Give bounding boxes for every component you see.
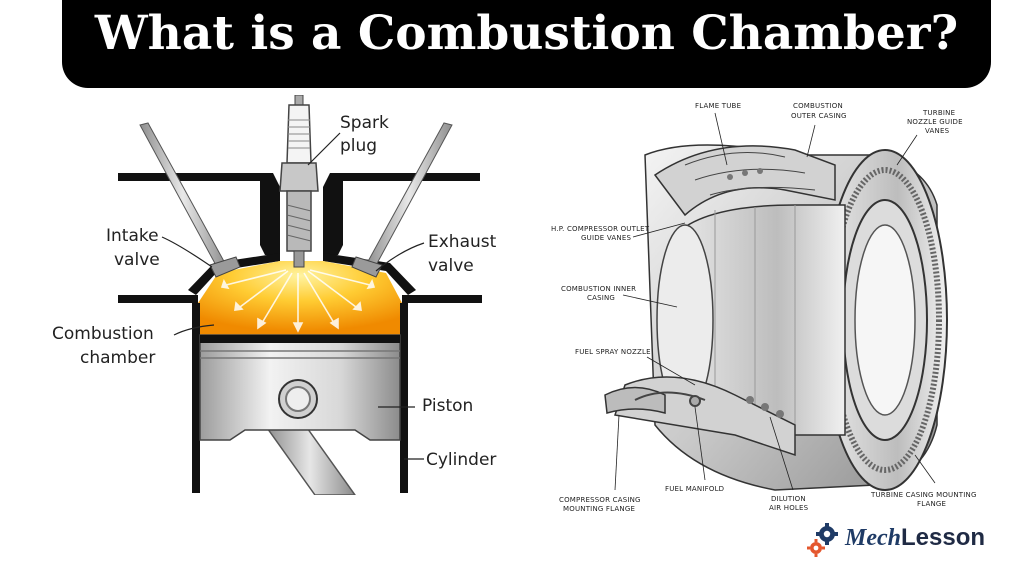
leader-hp-outlet [632, 222, 686, 238]
label-turbine-vanes-1: TURBINE [922, 109, 955, 117]
label-piston: Piston [422, 396, 474, 416]
leader-turb-flange [914, 454, 936, 484]
label-flame-tube: FLAME TUBE [695, 102, 741, 110]
spark-plug-pocket-right [323, 173, 343, 255]
label-comp-flange-2: MOUNTING FLANGE [563, 505, 635, 513]
leader-inner-casing [622, 294, 678, 308]
logo-text-lesson: Lesson [901, 524, 986, 551]
spark-plug [279, 94, 319, 268]
head-slope-right [323, 253, 416, 295]
leader-chamber [173, 324, 215, 336]
leader-exhaust [375, 242, 425, 272]
label-intake-2: valve [114, 250, 160, 270]
leader-dilution [769, 416, 794, 491]
leader-fuel-nozzle [646, 356, 696, 386]
wrist-pin-inner [285, 386, 311, 412]
connecting-rod [263, 424, 357, 496]
label-chamber-2: chamber [80, 348, 156, 368]
turbine-combustor-diagram: FLAME TUBE COMBUSTION OUTER CASING TURBI… [545, 95, 1005, 524]
label-intake-1: Intake [106, 226, 159, 246]
deck-right [402, 295, 482, 303]
label-comp-flange-1: COMPRESSOR CASING [559, 496, 641, 504]
label-turbine-vanes-2: NOZZLE GUIDE [907, 118, 963, 126]
intake-valve-head [209, 256, 241, 278]
label-turb-flange-1: TURBINE CASING MOUNTING [870, 491, 977, 499]
label-spark-1: Spark [340, 113, 389, 133]
cylinder-wall-left [192, 303, 200, 493]
flame-arrows [220, 269, 376, 333]
deck-left [118, 295, 198, 303]
label-fuel-nozzle: FUEL SPRAY NOZZLE [575, 348, 651, 356]
page-title: What is a Combustion Chamber? [94, 6, 959, 61]
leader-fuel-manifold [694, 406, 706, 481]
gear-icon [807, 523, 838, 557]
head-slope-left [188, 253, 280, 295]
leader-comp-flange [614, 414, 620, 491]
label-spark-2: plug [340, 136, 378, 156]
piston-ring-1 [200, 335, 400, 343]
logo-text-mech: Mech [845, 525, 901, 551]
title-banner: What is a Combustion Chamber? [62, 0, 991, 88]
turbine-combustor-svg: FLAME TUBE COMBUSTION OUTER CASING TURBI… [551, 102, 977, 513]
label-fuel-manifold: FUEL MANIFOLD [665, 485, 724, 493]
compressor-flange [604, 386, 666, 414]
spark-plug-pocket [260, 173, 280, 255]
label-turbine-vanes-3: VANES [925, 127, 950, 135]
leader-outer-casing [806, 124, 816, 158]
label-hp-outlet-2: GUIDE VANES [581, 234, 631, 242]
leader-turbine-vanes [896, 134, 918, 166]
label-inner-casing-2: CASING [587, 294, 615, 302]
label-chamber-1: Combustion [52, 324, 154, 344]
turbine-inner-opening [854, 224, 916, 416]
fuel-manifold [634, 391, 706, 407]
exhaust-valve-head [351, 256, 383, 278]
label-inner-casing-1: COMBUSTION INNER [561, 285, 636, 293]
head-top-right [330, 173, 480, 181]
label-hp-outlet-1: H.P. COMPRESSOR OUTLET [551, 225, 650, 233]
label-turb-flange-2: FLANGE [917, 500, 946, 508]
label-dilution-1: DILUTION [771, 495, 806, 503]
label-outer-casing-2: OUTER CASING [791, 112, 847, 120]
label-dilution-2: AIR HOLES [769, 504, 809, 512]
label-exhaust-1: Exhaust [428, 232, 497, 252]
dilution-holes [727, 168, 784, 418]
flame-tube-top [653, 145, 836, 217]
head-top-left [118, 173, 273, 181]
leader-spark [307, 132, 341, 166]
cylinder-wall-right [400, 303, 408, 493]
label-outer-casing-1: COMBUSTION [793, 102, 843, 110]
engine-diagram: Spark plug Intake valve Exhaust valve Co… [40, 94, 520, 499]
label-exhaust-2: valve [428, 256, 474, 276]
mechlesson-logo: MechLesson [805, 522, 1015, 562]
leader-intake [161, 236, 213, 268]
turbine-nozzle-vanes [828, 167, 942, 473]
leader-flame-tube [714, 112, 728, 166]
engine-diagram-svg [118, 94, 482, 496]
label-cylinder: Cylinder [426, 450, 497, 470]
